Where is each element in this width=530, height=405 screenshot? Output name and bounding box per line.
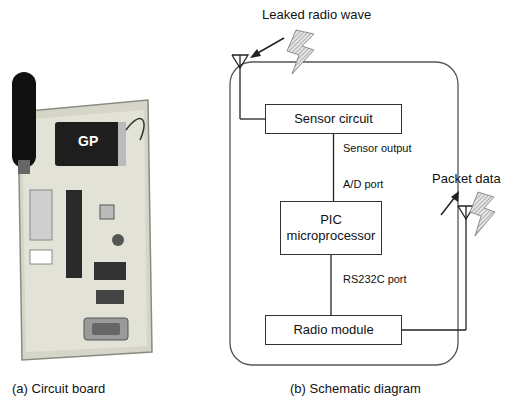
receive-antenna bbox=[232, 55, 265, 119]
node-label: Radio module bbox=[293, 322, 373, 338]
circuit-board-photo bbox=[12, 72, 152, 360]
node-label: Sensor circuit bbox=[294, 111, 373, 127]
signal-label: Sensor output bbox=[343, 142, 412, 155]
radio-wave-bolt bbox=[441, 191, 495, 236]
node-text-group: PIC microprocessor bbox=[285, 212, 377, 243]
caption: (a) Circuit board bbox=[12, 382, 105, 397]
node-text-group: Sensor circuit bbox=[294, 111, 373, 127]
process-box: Radio module bbox=[265, 315, 402, 345]
caption: (b) Schematic diagram bbox=[290, 382, 421, 397]
signal-wire bbox=[331, 255, 332, 315]
signal-label: Leaked radio wave bbox=[262, 8, 371, 23]
node-text-group: Radio module bbox=[293, 322, 373, 338]
signal-label: Packet data bbox=[432, 172, 501, 187]
port-label: RS232C port bbox=[343, 273, 407, 286]
node-label: PIC microprocessor bbox=[285, 212, 377, 243]
transmit-antenna bbox=[402, 206, 474, 330]
signal-wire bbox=[333, 134, 334, 201]
device-enclosure bbox=[230, 62, 458, 365]
battery-brand: GP bbox=[78, 133, 98, 149]
process-box: Sensor circuit bbox=[265, 104, 402, 134]
processor-box: PIC microprocessor bbox=[280, 201, 382, 255]
radio-wave-bolt bbox=[250, 30, 314, 74]
port-label: A/D port bbox=[343, 178, 383, 191]
